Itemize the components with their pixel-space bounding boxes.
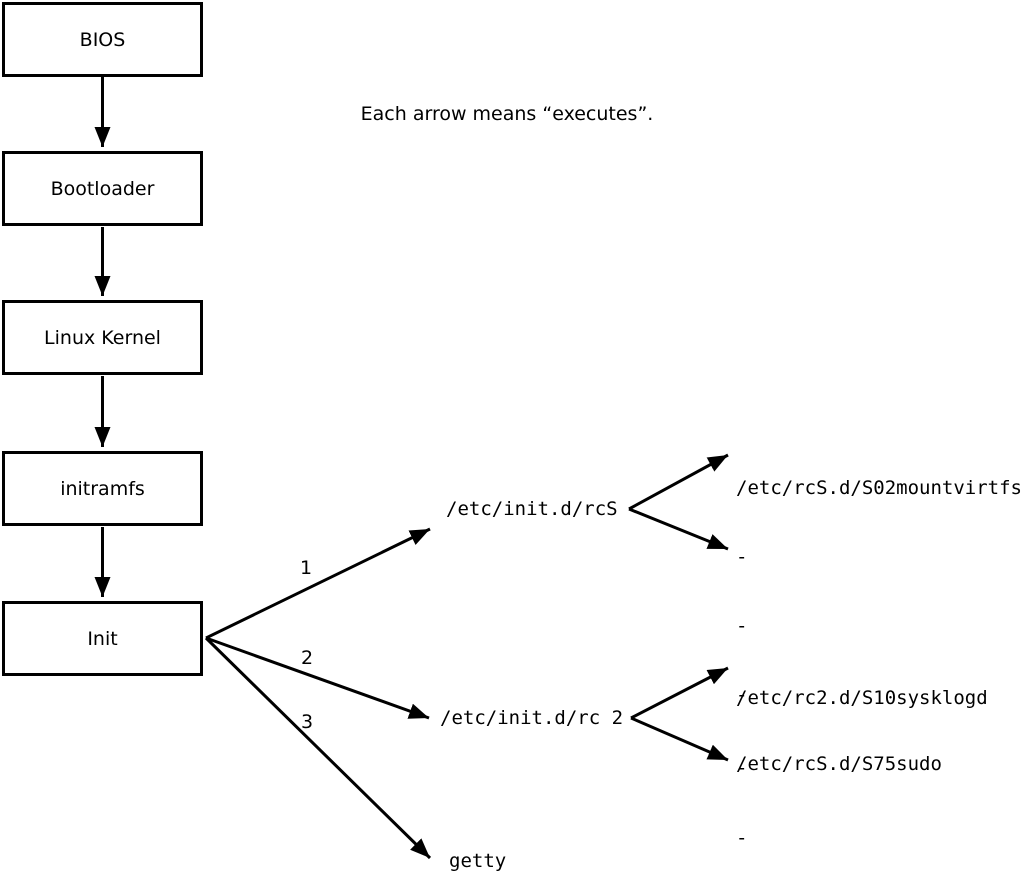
node-initramfs: initramfs xyxy=(2,451,203,526)
node-linux-kernel-label: Linux Kernel xyxy=(44,326,161,349)
node-bootloader-label: Bootloader xyxy=(50,177,155,200)
rc2-children-list: /etc/rc2.d/S10sysklogd - - - /etc/rc2.d/… xyxy=(736,641,988,875)
rcS-children-list: /etc/rcS.d/S02mountvirtfs - - - /etc/rcS… xyxy=(736,432,1022,821)
node-bios-label: BIOS xyxy=(79,28,126,51)
node-getty: getty xyxy=(449,850,507,872)
arrow-rc2-to-S99gdm xyxy=(630,716,729,762)
node-rcS-child-ellipsis-3: - xyxy=(736,684,748,706)
node-bootloader: Bootloader xyxy=(2,151,203,226)
node-rcS-child-ellipsis-2: - xyxy=(736,615,748,637)
node-rcS-child-S02mountvirtfs: /etc/rcS.d/S02mountvirtfs xyxy=(736,477,1022,499)
edge-label-3: 3 xyxy=(300,711,314,733)
node-linux-kernel: Linux Kernel xyxy=(2,300,203,375)
node-bios: BIOS xyxy=(2,2,203,77)
node-rcS-child-S75sudo: /etc/rcS.d/S75sudo xyxy=(736,753,942,775)
arrow-init-to-rc2 xyxy=(205,636,430,720)
node-init: Init xyxy=(2,601,203,676)
arrow-rcS-to-S02mountvirtfs xyxy=(628,453,729,511)
legend-note: Each arrow means “executes”. xyxy=(360,103,654,125)
edge-label-2: 2 xyxy=(300,647,314,669)
node-etc-init-d-rcS: /etc/init.d/rcS xyxy=(446,498,618,520)
edge-label-1: 1 xyxy=(299,557,313,579)
node-rcS-child-ellipsis-1: - xyxy=(736,546,748,568)
node-rc2-child-S10sysklogd: /etc/rc2.d/S10sysklogd xyxy=(736,687,988,709)
arrow-rc2-to-S10sysklogd xyxy=(630,666,729,720)
arrow-rcS-to-S75sudo xyxy=(628,507,729,551)
node-etc-init-d-rc2: /etc/init.d/rc 2 xyxy=(440,707,624,729)
arrow-init-to-rcS xyxy=(205,527,431,640)
node-rc2-child-ellipsis-2: - xyxy=(736,827,748,849)
arrow-init-to-getty xyxy=(204,636,432,860)
node-rc2-child-ellipsis-1: - xyxy=(736,757,748,779)
node-init-label: Init xyxy=(87,627,118,650)
node-initramfs-label: initramfs xyxy=(60,477,145,500)
